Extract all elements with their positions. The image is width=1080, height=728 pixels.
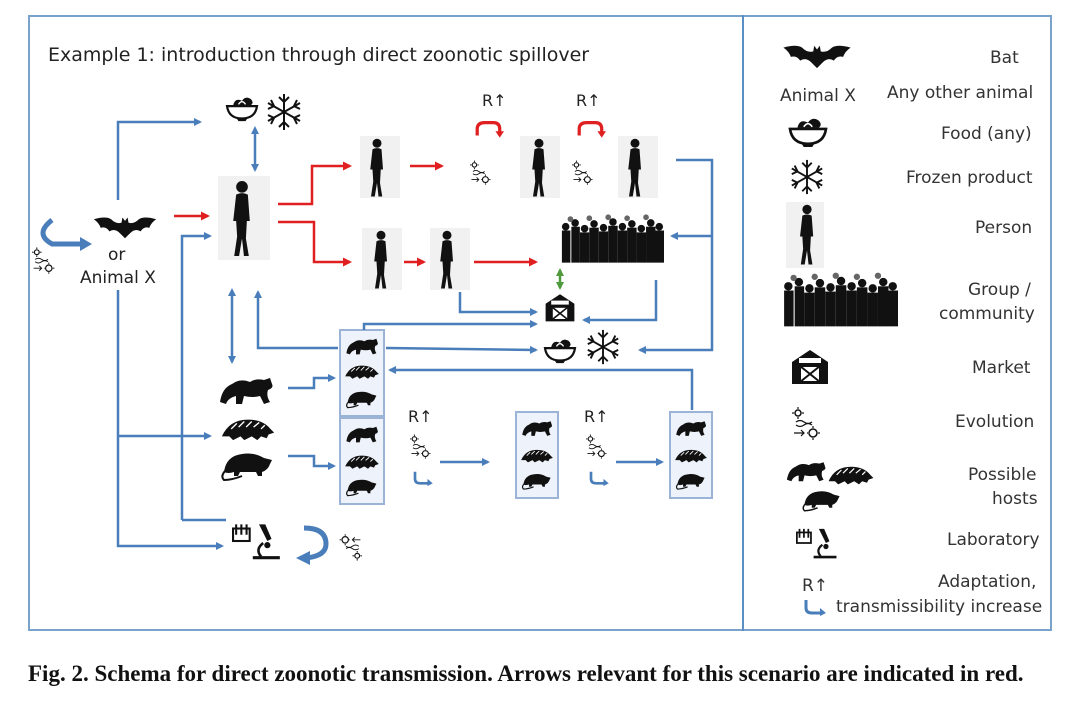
diagram-title: Example 1: introduction through direct z…	[48, 44, 590, 66]
source-bat-icon	[93, 217, 157, 239]
legend-food-label: Food (any)	[941, 124, 1032, 144]
adaptation-label-4: R↑	[584, 407, 609, 426]
source-cycle-arrow	[40, 218, 92, 251]
legend-divider	[742, 15, 744, 631]
legend-group-label-1: Group /	[968, 280, 1031, 300]
legend-food-icon	[788, 117, 828, 148]
legend-animal-x-text: Animal X	[780, 86, 856, 106]
host-box-2	[339, 417, 385, 505]
source-or-label: or	[108, 245, 126, 265]
market-food-icon	[543, 338, 577, 364]
legend-group-label-2: community	[939, 304, 1035, 324]
top-frozen-icon	[267, 93, 301, 131]
legend-market-label: Market	[972, 358, 1031, 378]
legend-ferret-icon	[786, 462, 826, 482]
legend-frozen-icon	[790, 158, 824, 196]
legend-bat-label: Bat	[990, 48, 1019, 68]
legend-market-icon	[791, 349, 829, 384]
legend-hosts-label-2: hosts	[992, 489, 1038, 509]
host-ferret-icon	[220, 378, 273, 404]
figure-caption: Fig. 2. Schema for direct zoonotic trans…	[28, 661, 1024, 686]
legend-person-label: Person	[975, 218, 1033, 238]
adaptation-label-2: R↑	[576, 91, 601, 110]
legend-hosts-label-1: Possible	[968, 465, 1037, 485]
lab-evolution-icon	[338, 533, 362, 562]
market-frozen-icon	[586, 328, 620, 366]
legend-evolution-icon	[792, 406, 821, 441]
source-evolution-icon	[32, 246, 56, 275]
host-box-1	[339, 329, 385, 417]
adaptation-arrow-blue-2	[589, 470, 610, 486]
adaptation-arrow-red-2	[577, 120, 606, 138]
legend-any-animal-label: Any other animal	[887, 83, 1034, 103]
adaptation-label-1: R↑	[482, 91, 507, 110]
lab-cycle-arrow	[296, 525, 329, 565]
evolution-host-2-icon	[586, 433, 608, 460]
host-pangolin-icon	[221, 418, 275, 441]
legend-adaptation-r-text: R↑	[802, 576, 829, 596]
legend-bat-icon	[783, 45, 851, 69]
legend-frozen-label: Frozen product	[906, 168, 1033, 188]
evolution-upper-1-icon	[470, 159, 492, 186]
laboratory-icon	[232, 522, 282, 560]
host-rat-icon	[221, 452, 274, 482]
legend-rat-icon	[802, 490, 841, 512]
adaptation-arrow-blue-1	[413, 470, 434, 486]
host-box-4	[669, 411, 713, 499]
market-icon	[544, 293, 576, 322]
evolution-upper-2-icon	[572, 159, 594, 186]
top-food-icon	[225, 96, 259, 122]
legend-adaptation-label-1: Adaptation,	[938, 572, 1037, 592]
blue-arrows	[116, 118, 714, 550]
legend-laboratory-icon	[796, 527, 838, 559]
legend-adaptation-label-2: transmissibility increase	[836, 597, 1043, 617]
adaptation-arrow-red-1	[475, 120, 504, 138]
legend-pangolin-icon	[827, 466, 875, 486]
red-arrows	[174, 161, 538, 267]
community-crowd-icon	[561, 214, 664, 263]
legend-crowd-icon	[784, 272, 898, 327]
legend-adaptation-icon	[804, 598, 828, 616]
legend-laboratory-label: Laboratory	[947, 530, 1040, 550]
adaptation-label-3: R↑	[408, 407, 433, 426]
host-box-3	[515, 411, 559, 499]
source-animal-x-label: Animal X	[80, 268, 156, 288]
legend-evolution-label: Evolution	[955, 412, 1035, 432]
evolution-host-1-icon	[410, 433, 432, 460]
